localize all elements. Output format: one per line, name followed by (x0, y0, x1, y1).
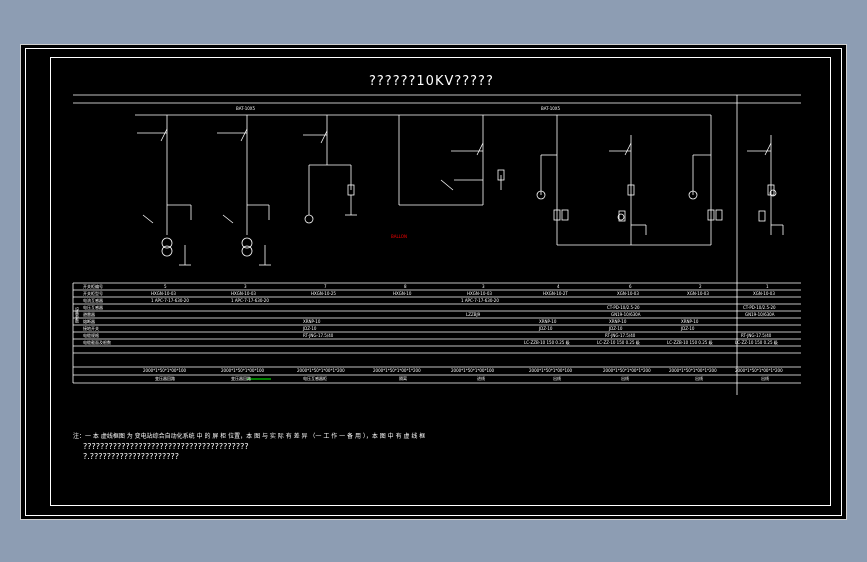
col-cable: 2000*1*50*1*00*1*200 (669, 368, 717, 373)
bus-label-left: BAT-10X5 (236, 106, 256, 111)
col-cable2: LC-ZZ-10 150 0.25 级 (597, 340, 640, 345)
col-sub: 变压器回路 (231, 376, 251, 381)
row-label: 电压互感器 (83, 305, 103, 310)
col-arrester: JDZ-10 (609, 326, 623, 331)
row-label: 避雷器 (83, 312, 95, 317)
col-cable: 2000*1*50*1*00*100 (221, 368, 265, 373)
single-line-diagram (72, 94, 801, 395)
col-fuse: XRNP-10 (303, 319, 321, 324)
col-pt: LZZBJ9 (466, 312, 481, 317)
col-cable2: LC-ZZ-10 150 0.25 级 (735, 340, 778, 345)
col-num: 6 (629, 284, 632, 289)
col-model: XGN-10-03 (753, 291, 775, 296)
row-label: 熔断器 (83, 319, 95, 324)
drawing-outer-frame (25, 48, 842, 516)
col-sub: 出线 (621, 376, 629, 381)
col-num: 2 (699, 284, 702, 289)
col-fuse: XRNP-10 (539, 319, 557, 324)
col-ct: CT-PD-10/2.5-20 (743, 305, 776, 310)
col-sub: 出线 (695, 376, 703, 381)
col-num: 3 (244, 284, 247, 289)
drawing-sheet: ??????10KV????? (20, 44, 847, 520)
red-marker-label: BALLON (391, 234, 407, 239)
col-sub: 隔离 (399, 376, 407, 381)
col-cable: 2000*1*50*1*00*1*200 (373, 368, 421, 373)
col-model: HXGN-10-03 (231, 291, 256, 296)
col-num: 3 (482, 284, 485, 289)
col-ct: 1 APC-7-17-630-20 (151, 298, 189, 303)
col-cable2: LC-ZZB-10 150 0.25 级 (524, 340, 570, 345)
row-label: 电缆截面及根数 (83, 340, 111, 345)
row-label: 开关柜编号 (83, 284, 103, 289)
col-num: 1 (766, 284, 769, 289)
col-ground: RT-JNG-17.5/40 (741, 333, 772, 338)
col-ct: 1 APC-7-17-630-20 (231, 298, 269, 303)
col-model: XGN-10-03 (687, 291, 709, 296)
col-cable2: LC-ZZB-10 150 0.25 级 (667, 340, 713, 345)
col-sub: 进线 (477, 376, 485, 381)
drawing-note-2: ??????????????????????????????????????? (83, 442, 249, 451)
col-cable: 2000*1*50*1*00*100 (529, 368, 573, 373)
col-model: HXGN-10-03 (467, 291, 492, 296)
col-num: 7 (324, 284, 327, 289)
col-fuse: XRNP-10 (609, 319, 627, 324)
col-sub: 变压器回路 (155, 376, 175, 381)
col-ground: RT-JNG-17.5/40 (605, 333, 636, 338)
col-ct: 1 APC-7-17-630-20 (461, 298, 499, 303)
col-pt: GN19-10/630A (611, 312, 641, 317)
col-pt: GN19-10/630A (745, 312, 775, 317)
col-sub: 出线 (761, 376, 769, 381)
col-model: HXGN-10-2T (543, 291, 568, 296)
drawing-note-3: ?.????????????????????? (83, 452, 179, 461)
drawing-inner-frame (50, 57, 831, 506)
col-sub: 出线 (553, 376, 561, 381)
col-num: 5 (164, 284, 167, 289)
col-cable: 2000*1*50*1*00*100 (451, 368, 495, 373)
row-label: 开关柜型号 (83, 291, 103, 296)
col-arrester: JDZ-10 (681, 326, 695, 331)
col-arrester: JDZ-10 (539, 326, 553, 331)
col-cable: 2000*1*50*1*00*100 (143, 368, 187, 373)
bus-label-right: BAT-10X5 (541, 106, 561, 111)
drawing-note-1: 注：一 本 虚线框图 为 变电站综合自动化系统 中 的 屏 柜 位置，本 图 与… (73, 433, 426, 440)
col-arrester: JDZ-10 (303, 326, 317, 331)
col-model: HXGN-10 (393, 291, 412, 296)
col-ground: RT-JNG-17.5/40 (303, 333, 334, 338)
col-num: 8 (404, 284, 407, 289)
row-label: 电缆规格 (83, 333, 99, 338)
row-label: 接地开关 (83, 326, 99, 331)
col-model: XGN-10-03 (617, 291, 639, 296)
col-model: HXGN-10-25 (311, 291, 336, 296)
row-label: 电流互感器 (83, 298, 103, 303)
drawing-title: ??????10KV????? (369, 74, 494, 89)
table-side-label: 设备参数 (75, 307, 80, 323)
col-ct: CT-PD-10/2.5-20 (607, 305, 640, 310)
col-cable: 2000*1*50*1*00*1*200 (735, 368, 783, 373)
col-sub: 电压互感器柜 (303, 376, 327, 381)
col-cable: 2000*1*50*1*00*1*200 (297, 368, 345, 373)
col-model: HXGN-10-03 (151, 291, 176, 296)
col-num: 4 (557, 284, 560, 289)
col-cable: 2000*1*50*1*00*1*200 (603, 368, 651, 373)
col-fuse: XRNP-10 (681, 319, 699, 324)
